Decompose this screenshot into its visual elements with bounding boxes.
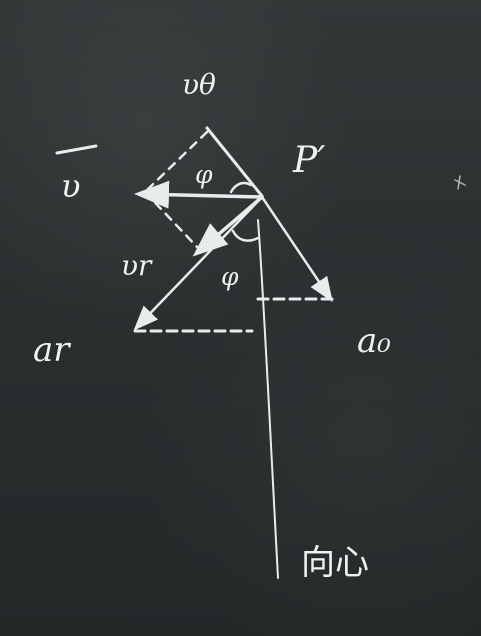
chalk-smudge-mark [454, 175, 466, 190]
a-r-arrow [133, 195, 264, 331]
dashed-upper-left [143, 130, 209, 194]
v-theta-line [205, 126, 264, 198]
v-r-label: υr [121, 249, 153, 282]
upper-angle-arc [229, 181, 253, 194]
vertical-reference-line [257, 219, 279, 579]
upper-phi-label: φ [195, 160, 213, 189]
handwritten-centripetal-label: 向心 [301, 543, 369, 583]
lower-angle-arc [231, 229, 260, 242]
v-r-arrow [192, 195, 264, 257]
a-o-label: a₀ [357, 321, 391, 361]
a-r-label: ar [33, 330, 71, 370]
v-bar-overline [55, 144, 98, 155]
p-prime-label: P′ [292, 140, 325, 181]
lower-phi-label: φ [221, 262, 239, 291]
v-bar-arrow [134, 180, 264, 209]
v-bar-label: υ [61, 167, 80, 205]
v-theta-label: υθ [182, 68, 216, 101]
a-o-arrow [260, 195, 333, 303]
dashed-lower-left [143, 190, 200, 250]
